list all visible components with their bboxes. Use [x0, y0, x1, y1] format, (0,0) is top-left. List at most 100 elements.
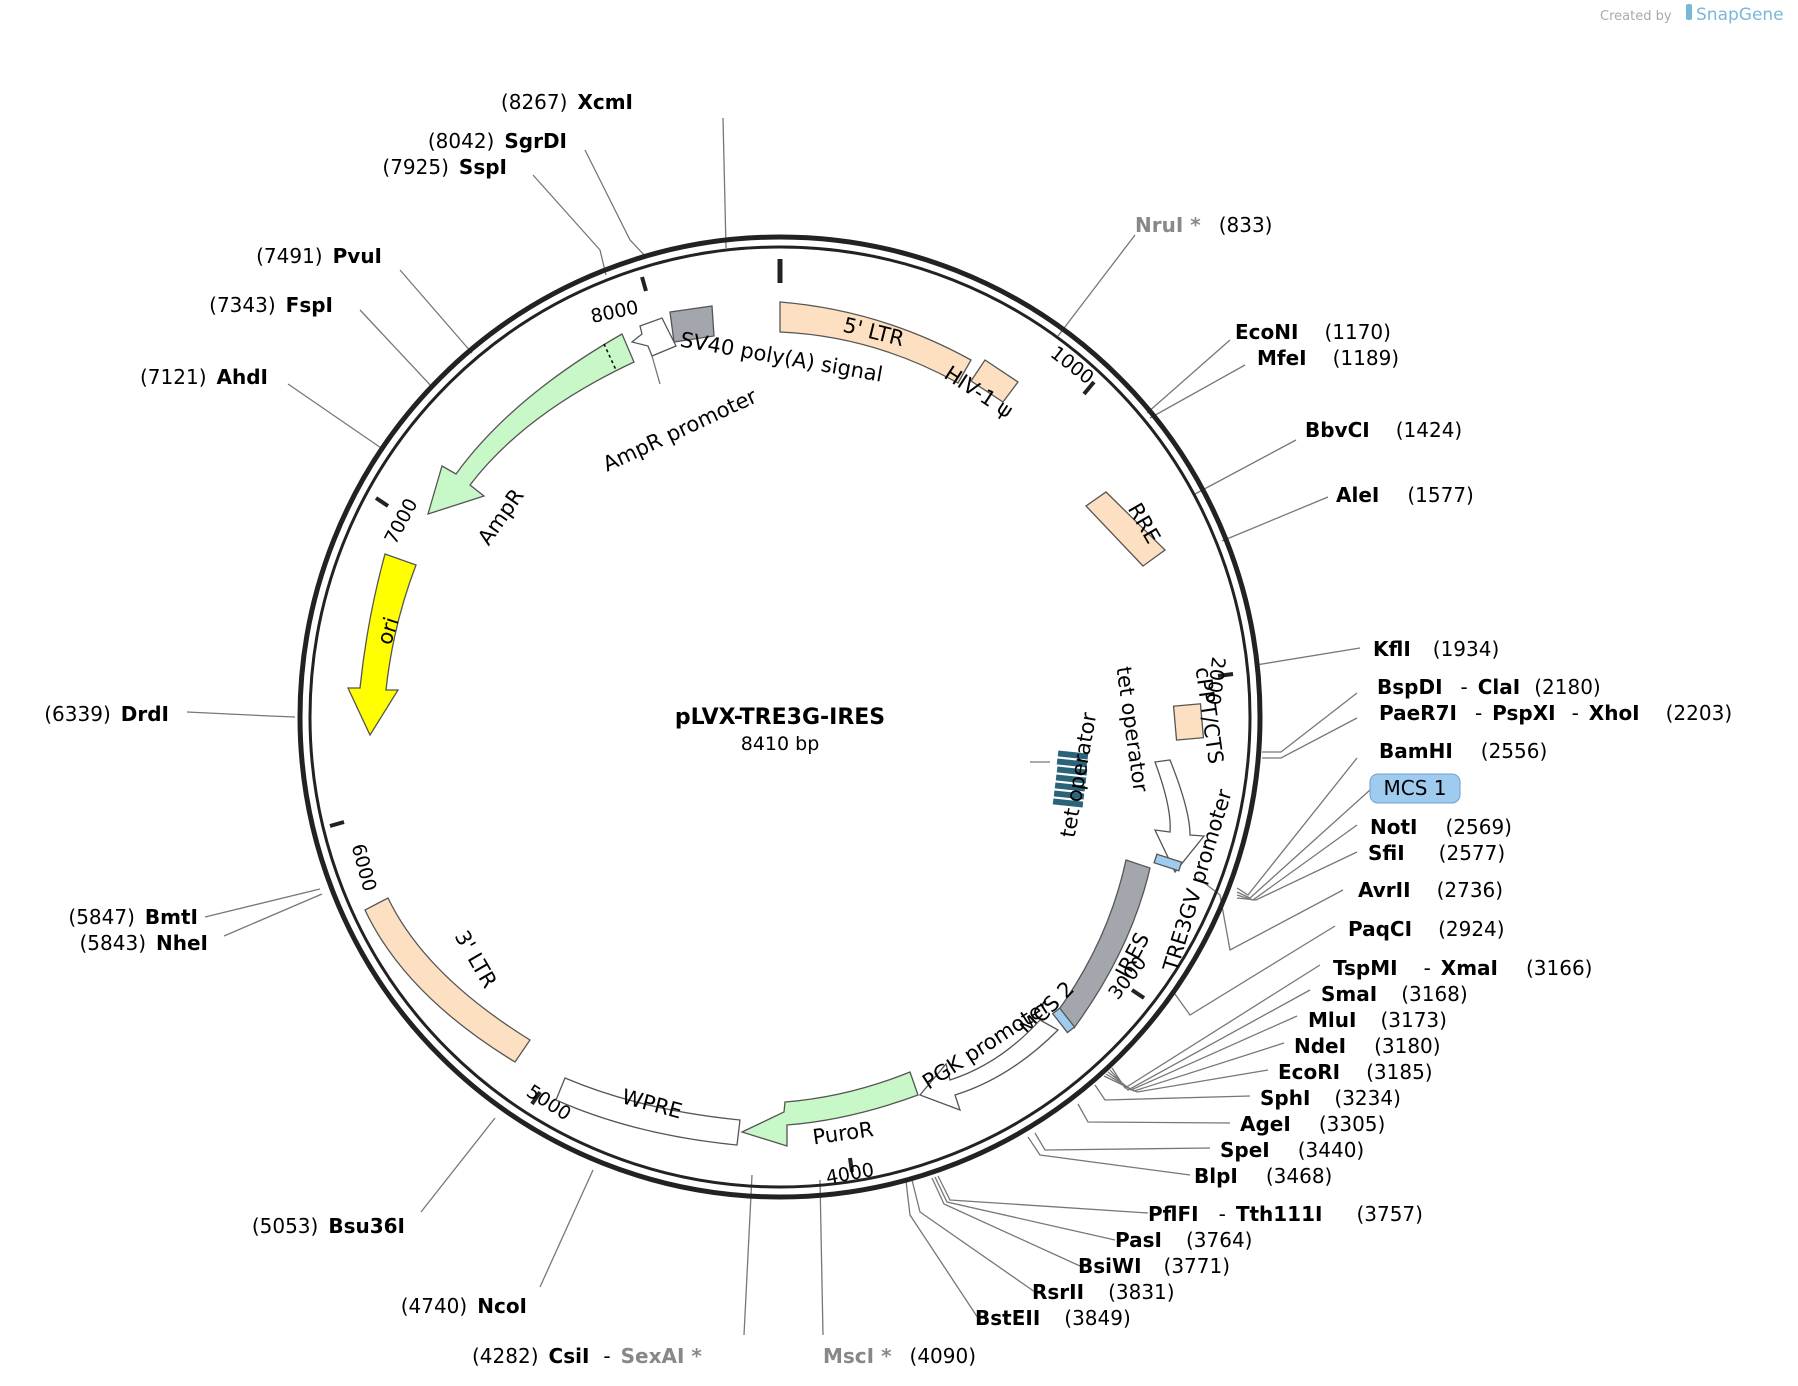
leader-sphi	[1094, 1084, 1251, 1101]
feature-wpre	[555, 1077, 741, 1146]
site-ecori: EcoRI(3185)	[1278, 1060, 1433, 1084]
ampr-promoter-leader	[651, 355, 661, 385]
feature-label-tet-operator-2: tet operator	[1056, 710, 1102, 839]
site-mfei: MfeI(1189)	[1257, 346, 1399, 370]
leader-blpi	[1027, 1136, 1191, 1176]
site-nhei: (5843)NheI	[80, 931, 209, 955]
tick-5000	[530, 1090, 542, 1106]
leader-avrii	[1197, 877, 1344, 951]
leader-tth111i	[937, 1175, 1149, 1214]
site-csii-sexai: (4282)CsiI-SexAI *	[472, 1344, 702, 1368]
tick-6000	[329, 820, 345, 828]
leader-paqci	[1171, 925, 1336, 1016]
feature-hiv1-psi	[970, 359, 1019, 403]
tick-label-6000: 6000	[347, 841, 381, 893]
feature-cppt-cts	[1172, 703, 1205, 741]
leader-mcs1	[1236, 789, 1371, 899]
tick-3000	[1130, 988, 1146, 1000]
site-alei: AleI(1577)	[1336, 483, 1474, 507]
site-noti: NotI(2569)	[1370, 815, 1512, 839]
tick-7000	[374, 496, 390, 508]
tick-label-4000: 4000	[824, 1159, 875, 1189]
leader-agei	[1077, 1103, 1231, 1124]
site-xcmi: (8267)XcmI	[501, 90, 633, 114]
leader-pasi	[934, 1176, 1116, 1241]
site-ncoi: (4740)NcoI	[401, 1294, 527, 1318]
site-pasi: PasI(3764)	[1115, 1228, 1252, 1252]
tick-8000	[640, 276, 648, 292]
tick-4000	[848, 1157, 854, 1173]
leader-drdi	[186, 711, 296, 718]
site-nrui: NruI *(833)	[1135, 213, 1272, 237]
feature-puror	[740, 1071, 919, 1147]
leader-kfli	[1255, 647, 1361, 666]
feature-label-tet-operator-1: tet operator	[1111, 665, 1152, 794]
feature-mcs2	[1051, 1007, 1076, 1034]
site-tspmi-xmai: TspMI-XmaI(3166)	[1333, 956, 1593, 980]
site-pflfi-tth111i: PflFI-Tth111I(3757)	[1148, 1202, 1423, 1226]
site-econi: EcoNI(1170)	[1235, 320, 1391, 344]
site-bbvci: BbvCI(1424)	[1305, 418, 1462, 442]
feature-label-3ltr: 3' LTR	[450, 926, 502, 992]
mcs1-badge-label: MCS 1	[1384, 776, 1447, 800]
feature-ampr	[427, 333, 635, 515]
site-ahdi: (7121)AhdI	[140, 365, 268, 389]
feature-tre3gv-promoter	[1153, 759, 1206, 874]
site-kfli: KflI(1934)	[1373, 637, 1499, 661]
site-pvui: (7491)PvuI	[256, 244, 382, 268]
leader-smai	[1109, 989, 1311, 1091]
snapgene-logo-icon	[1686, 4, 1692, 20]
leader-alei	[1221, 496, 1329, 542]
credit-prefix: Created by	[1600, 9, 1672, 24]
leader-msci	[819, 1179, 824, 1336]
feature-3ltr	[364, 897, 531, 1063]
leader-sgrdi	[584, 149, 648, 259]
leader-xcmi	[722, 117, 727, 249]
leader-fspi	[359, 309, 434, 389]
feature-mcs1	[1153, 853, 1183, 872]
site-ndei: NdeI(3180)	[1294, 1034, 1441, 1058]
leader-bsu36i	[420, 1117, 496, 1213]
leader-ecori	[1103, 1069, 1269, 1093]
site-sspi: (7925)SspI	[382, 155, 507, 179]
plasmid-name: pLVX-TRE3G-IRES	[675, 705, 885, 730]
leader-sspi	[532, 174, 607, 276]
leader-mlui	[1107, 1015, 1298, 1091]
leader-rsrii	[911, 1179, 1036, 1293]
feature-ori	[346, 553, 417, 737]
leader-bsiwi	[931, 1177, 1081, 1267]
leader-xmai	[1111, 964, 1321, 1089]
plasmid-title: pLVX-TRE3G-IRES 8410 bp	[675, 705, 885, 755]
site-rsrii: RsrII(3831)	[1032, 1280, 1175, 1304]
site-sgrdi: (8042)SgrDI	[428, 129, 567, 153]
tick-1000	[1082, 380, 1096, 396]
leader-ahdi	[287, 383, 385, 451]
feature-rre	[1085, 491, 1167, 567]
site-labels-right: NruI *(833) EcoNI(1170) MfeI(1189) BbvCI…	[975, 213, 1732, 1330]
leader-spei	[1034, 1132, 1211, 1151]
leader-nrui	[1057, 234, 1136, 337]
leader-mfei	[1149, 364, 1246, 419]
tick-2000	[1217, 672, 1234, 678]
feature-ampr-promoter	[630, 317, 677, 357]
site-bspdi-clai: BspDI-ClaI(2180)	[1377, 675, 1601, 699]
feature-label-puror: PuroR	[811, 1117, 875, 1149]
plasmid-backbone	[297, 234, 1263, 1200]
site-bsiwi: BsiWI(3771)	[1078, 1254, 1230, 1278]
leader-csii	[743, 1174, 753, 1336]
leader-bsteii	[905, 1180, 979, 1319]
site-labels-left: (8267)XcmI (8042)SgrDI (7925)SspI (7491)…	[44, 90, 976, 1368]
site-fspi: (7343)FspI	[209, 293, 333, 317]
site-paqci: PaqCI(2924)	[1348, 917, 1505, 941]
site-bmti: (5847)BmtI	[68, 905, 198, 929]
leader-sfii	[1236, 851, 1358, 901]
feature-sv40-polya	[669, 305, 715, 343]
site-mlui: MluI(3173)	[1308, 1008, 1447, 1032]
credit-brand: SnapGene	[1696, 5, 1784, 25]
site-bsteii: BstEII(3849)	[975, 1306, 1131, 1330]
leader-xhoi	[1262, 717, 1358, 759]
site-drdi: (6339)DrdI	[44, 702, 169, 726]
ampr-dotted-separator	[603, 343, 617, 371]
site-sphi: SphI(3234)	[1260, 1086, 1401, 1110]
tick-label-8000: 8000	[589, 296, 641, 328]
